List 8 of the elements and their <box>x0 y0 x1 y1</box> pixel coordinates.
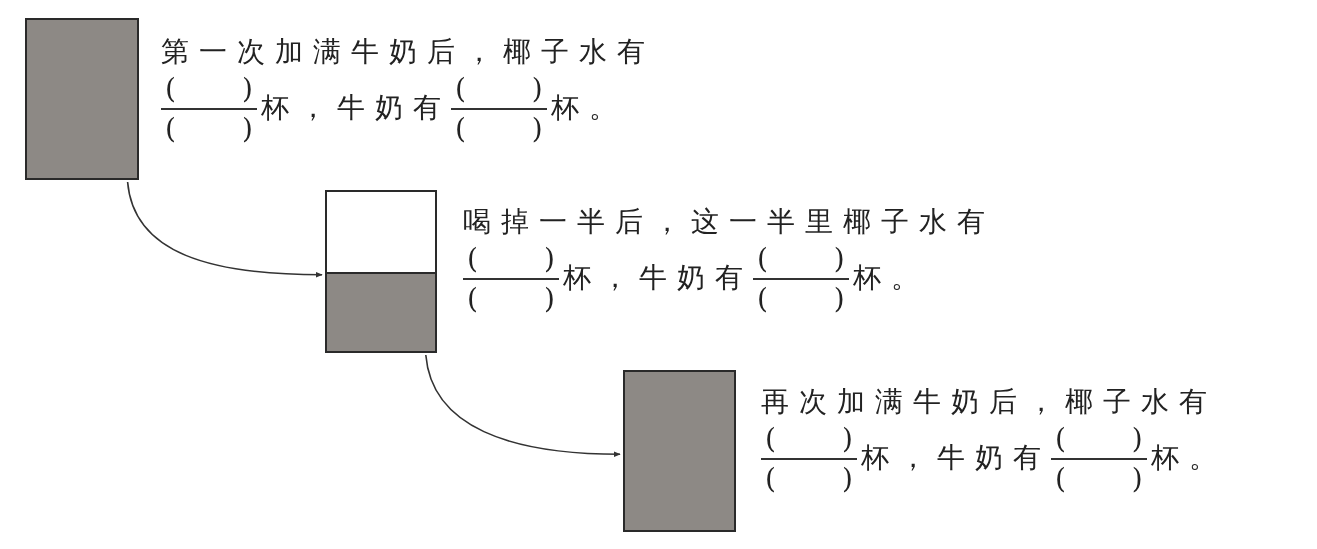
question-text: 再次加满牛奶后，椰子水有( )( )杯，牛奶有( )( )杯。 <box>761 384 1228 496</box>
curved-arrow <box>425 354 621 457</box>
question-text: 第一次加满牛奶后，椰子水有( )( )杯，牛奶有( )( )杯。 <box>161 34 656 146</box>
curved-arrow <box>126 181 323 278</box>
full-cup <box>25 18 139 180</box>
half-full-cup <box>325 190 437 353</box>
full-cup <box>623 370 736 532</box>
question-text: 喝掉一半后，这一半里椰子水有( )( )杯，牛奶有( )( )杯。 <box>463 204 996 316</box>
